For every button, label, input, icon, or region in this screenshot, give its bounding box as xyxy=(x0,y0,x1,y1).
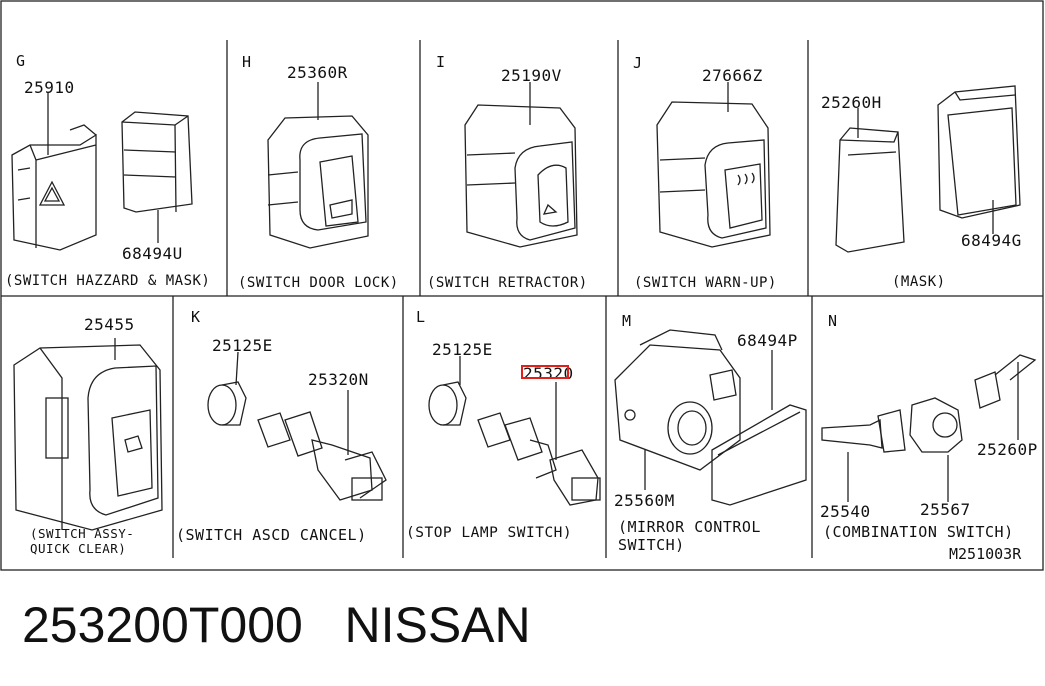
section-letter-k: K xyxy=(191,308,201,326)
part-number: 25910 xyxy=(24,78,75,97)
part-number: 25360R xyxy=(287,63,348,82)
section-caption: QUICK CLEAR) xyxy=(30,541,127,556)
door-lock-switch-drawing xyxy=(267,82,369,249)
mask-68494u-drawing xyxy=(121,111,193,243)
warn-up-switch-drawing xyxy=(656,82,771,248)
part-title: 253200T000 NISSAN xyxy=(22,597,531,653)
ascd-cancel-switch-drawing xyxy=(207,351,387,501)
section-letter-n: N xyxy=(828,312,838,330)
section-caption: (STOP LAMP SWITCH) xyxy=(406,525,573,541)
section-caption: (SWITCH WARN-UP) xyxy=(634,275,777,291)
part-number: 25125E xyxy=(432,340,493,359)
mirror-control-switch-drawing xyxy=(614,329,807,506)
section-letter-j: J xyxy=(633,54,643,72)
section-caption: (SWITCH ASCD CANCEL) xyxy=(176,526,367,544)
part-number: 25540 xyxy=(820,502,871,521)
quick-clear-switch-drawing xyxy=(13,338,163,531)
mask-68494g-drawing xyxy=(937,85,1021,234)
part-number: 25320N xyxy=(308,370,369,389)
section-caption: (COMBINATION SWITCH) xyxy=(823,523,1014,541)
part-number: 25455 xyxy=(84,315,135,334)
section-caption: (SWITCH RETRACTOR) xyxy=(427,275,588,291)
part-number: 27666Z xyxy=(702,66,763,85)
section-letter-h: H xyxy=(242,53,252,71)
part-number: 25260P xyxy=(977,440,1038,459)
diagram-reference: M251003R xyxy=(949,545,1022,563)
section-letter-m: M xyxy=(622,312,632,330)
part-number: 25260H xyxy=(821,93,882,112)
part-number: 68494P xyxy=(737,331,798,350)
section-caption: (MIRROR CONTROL xyxy=(618,518,761,536)
part-number: 25567 xyxy=(920,500,971,519)
section-caption: (SWITCH DOOR LOCK) xyxy=(238,275,399,291)
section-letter-i: I xyxy=(436,53,446,71)
highlight-box xyxy=(521,365,569,379)
retractor-switch-drawing xyxy=(464,82,578,248)
section-caption: SWITCH) xyxy=(618,536,685,554)
stop-lamp-switch-drawing xyxy=(428,356,601,506)
combination-switch-drawing xyxy=(821,354,1037,502)
section-letter-l: L xyxy=(416,308,426,326)
section-caption: (SWITCH HAZZARD & MASK) xyxy=(5,273,211,289)
diagram-frame xyxy=(0,0,1044,571)
section-caption: (SWITCH ASSY- xyxy=(30,526,135,541)
part-number: 68494U xyxy=(122,244,183,263)
part-number: 68494G xyxy=(961,231,1022,250)
section-letter-g: G xyxy=(16,52,26,70)
part-number: 25560M xyxy=(614,491,675,510)
part-number: 25125E xyxy=(212,336,273,355)
part-number: 25190V xyxy=(501,66,562,85)
section-caption: (MASK) xyxy=(892,274,946,290)
mask-25260h-drawing xyxy=(835,108,905,253)
hazard-switch-drawing xyxy=(11,92,97,251)
